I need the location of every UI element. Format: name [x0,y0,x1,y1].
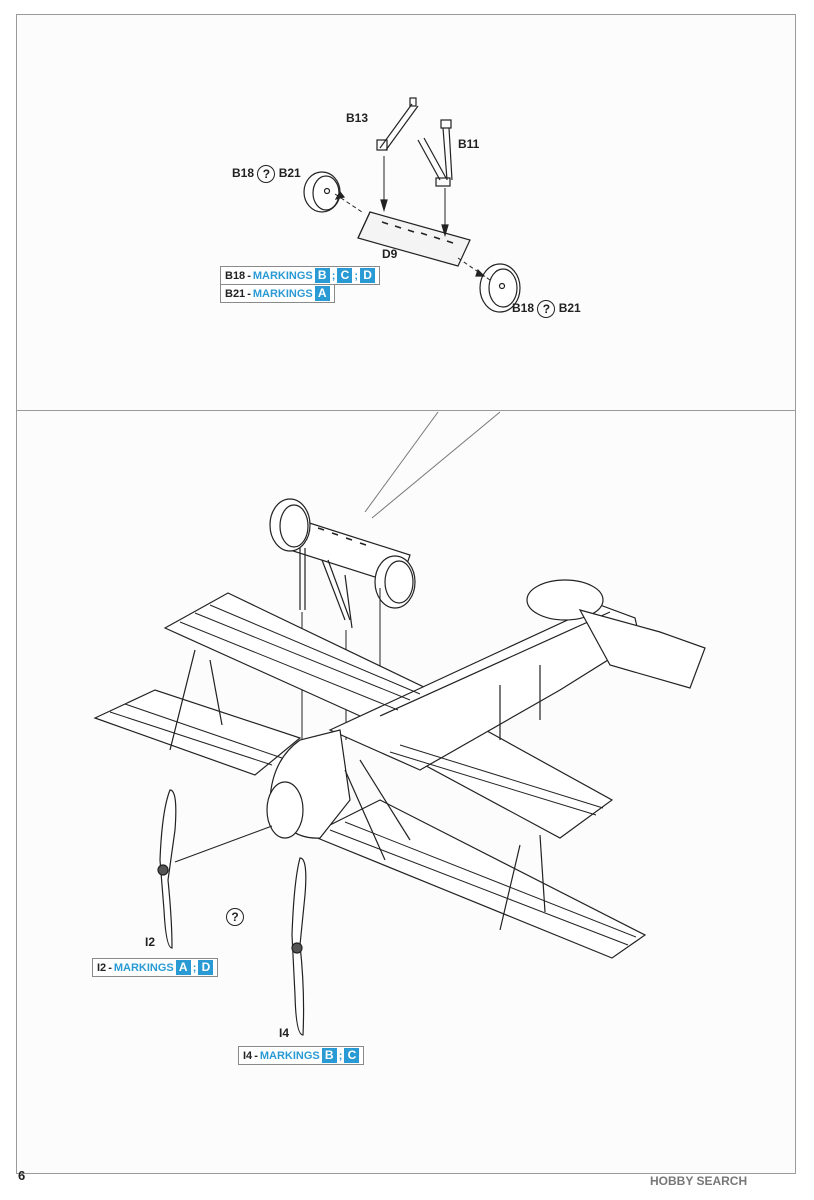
marking-badge: D [360,268,376,283]
marking-badge: A [175,960,191,975]
marking-badge: D [198,960,214,975]
part-label-b21: B21 [278,166,301,181]
part-label-i2: I2 [145,935,156,949]
markings-dash: - [108,961,112,974]
markings-dash: - [254,1049,258,1062]
part-label-b11: B11 [458,137,480,151]
markings-label: MARKINGS [259,1049,320,1062]
part-option-label-right: B18 ? B21 [512,300,581,318]
lower-wing-left [93,689,302,776]
engine-cowling [266,729,351,839]
option-question-icon: ? [226,908,244,926]
tailplane [526,579,706,689]
wing-ribs [109,604,637,946]
markings-dash: - [247,269,251,282]
undercarriage-large [269,498,416,629]
markings-dash: - [247,287,251,300]
strut-b11 [417,119,453,187]
option-question-icon: ? [257,165,276,183]
markings-label: MARKINGS [252,287,313,300]
markings-box-b18: B18 - MARKINGS B; C; D [220,266,381,285]
axle-fairing-d9 [357,211,471,267]
part-option-label-left: B18 ? B21 [232,165,301,183]
interplane-struts [169,649,546,931]
markings-box-i4: I4 - MARKINGS B; C [238,1046,365,1065]
part-label-b18: B18 [512,301,535,316]
option-question-icon: ? [537,300,556,318]
part-label-b13: B13 [346,111,369,125]
marking-badge: B [314,268,330,283]
propeller-option-icon: ? [226,908,244,926]
section-divider [16,410,796,411]
wheel-right [479,263,521,313]
page-number: 6 [18,1168,26,1183]
strut-b13 [376,97,419,151]
markings-part: B21 [225,287,246,300]
part-label-d9: D9 [382,247,398,261]
markings-part: B18 [225,269,246,282]
markings-box-i2: I2 - MARKINGS A; D [92,958,219,977]
marking-badge: A [314,286,330,301]
propeller-i4 [291,857,307,1036]
markings-part: I4 [243,1049,253,1062]
marking-badge: C [344,1048,360,1063]
wheel-left [303,171,341,213]
propeller-i2 [157,789,177,949]
part-label-b21: B21 [558,301,581,316]
markings-part: I2 [97,961,107,974]
part-label-b18: B18 [232,166,255,181]
watermark-logo: HOBBY SEARCH [650,1174,748,1188]
markings-box-b21: B21 - MARKINGS A [220,284,335,303]
markings-label: MARKINGS [113,961,174,974]
part-label-i4: I4 [279,1026,290,1040]
markings-label: MARKINGS [252,269,313,282]
marking-badge: C [337,268,353,283]
marking-badge: B [321,1048,337,1063]
